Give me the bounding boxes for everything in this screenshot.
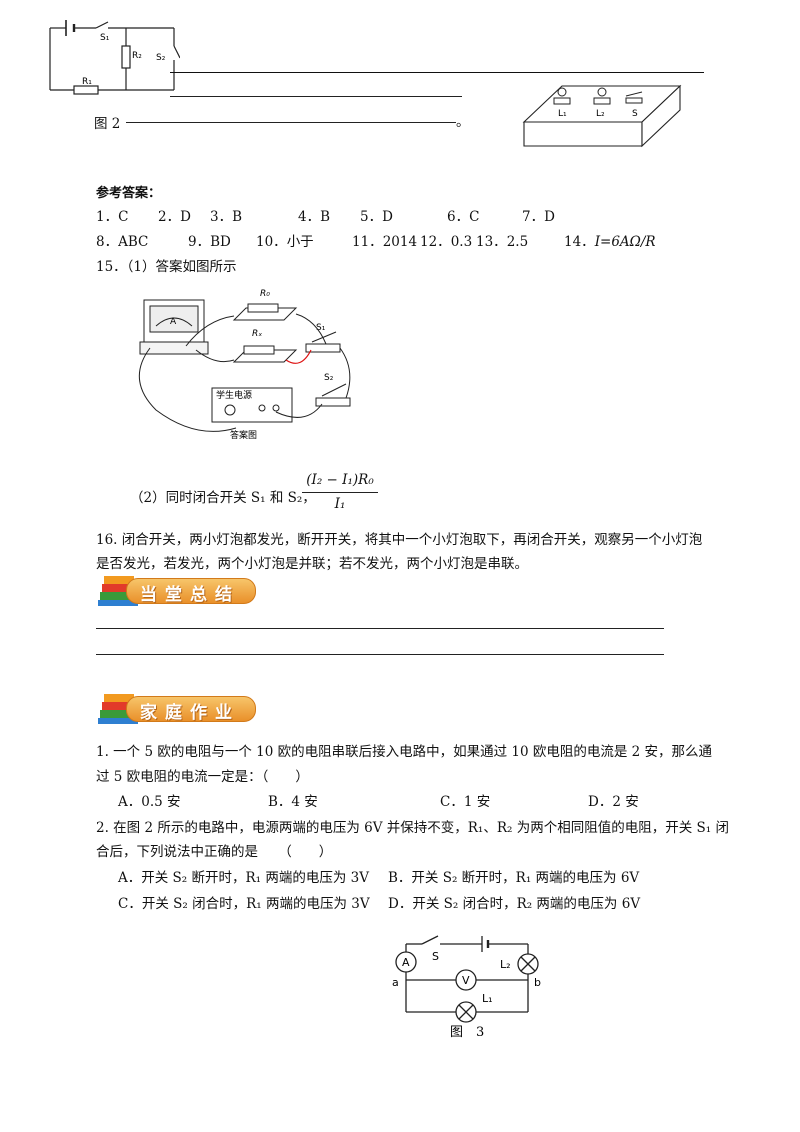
q16-answer-line-1: 16. 闭合开关，两小灯泡都发光，断开开关，将其中一个小灯泡取下，再闭合开关，观…	[96, 532, 703, 548]
hw-q1-option-b: B．4 安	[268, 794, 318, 810]
hw-q2-option-b: B．开关 S₂ 断开时，R₁ 两端的电压为 6V	[388, 870, 640, 886]
figure-2-caption: 图 2	[94, 116, 121, 132]
answer-item: 6．C	[447, 209, 480, 225]
figure-2-circuit: S₁ R₂ S₂ R₁	[49, 20, 180, 95]
answer-item: 5．D	[360, 209, 393, 225]
hw-q2-option-d: D．开关 S₂ 闭合时，R₂ 两端的电压为 6V	[388, 896, 641, 912]
fig3-l2-label: L₂	[500, 958, 511, 971]
answer-item: 12．0.3	[420, 234, 473, 250]
box-l1-label: L₁	[558, 109, 567, 119]
hw-q2-option-c: C．开关 S₂ 闭合时，R₁ 两端的电压为 3V	[118, 896, 370, 912]
answer-line-2	[170, 96, 462, 97]
summary-banner: 当堂总结	[96, 570, 266, 610]
hw-q2-option-a: A．开关 S₂ 断开时，R₁ 两端的电压为 3V	[118, 870, 369, 886]
figure-3-caption: 图 3	[450, 1025, 484, 1040]
answer-item: 1．C	[96, 209, 129, 225]
books-icon	[98, 694, 138, 724]
answer-line-1	[170, 72, 704, 73]
answer-s1-label: S₁	[316, 323, 326, 333]
r1-label: R₁	[82, 77, 92, 87]
hw-q1-option-d: D．2 安	[588, 794, 639, 810]
r0-label: R₀	[260, 289, 270, 299]
answer-item: 8．ABC	[96, 234, 149, 250]
answer-figure: A R₀ Rₓ S₁ S₂ 学生电源 答案图	[138, 289, 351, 440]
fig3-l1-label: L₁	[482, 992, 493, 1005]
answer-item: 2．D	[158, 209, 191, 225]
summary-line-1	[96, 628, 664, 629]
box-s-label: S	[632, 109, 638, 119]
fraction-bar	[302, 492, 378, 493]
q15-part1-text: 15．（1）答案如图所示	[96, 259, 237, 275]
hw-q1-option-a: A．0.5 安	[118, 794, 181, 810]
q16-answer-line-2: 是否发光，若发光，两个小灯泡是并联；若不发光，两个小灯泡是串联。	[96, 556, 528, 572]
s1-label: S₁	[100, 33, 110, 43]
answer-line-3	[126, 122, 456, 123]
books-icon	[98, 576, 138, 606]
answer-item: 4．B	[298, 209, 331, 225]
summary-banner-title: 当堂总结	[140, 585, 240, 605]
ammeter-label: A	[170, 317, 177, 327]
homework-banner-title: 家庭作业	[140, 703, 240, 723]
answers-heading: 参考答案：	[96, 186, 162, 201]
s2-label: S₂	[156, 53, 166, 63]
answer-item: 13．2.5	[476, 234, 529, 250]
answer-s2-label: S₂	[324, 373, 334, 383]
lamp-box-diagram: L₁ L₂ S	[522, 84, 682, 148]
q15-formula-denominator: I₁	[334, 496, 346, 512]
fig3-switch-label: S	[432, 950, 439, 963]
answer-item: 3．B	[210, 209, 243, 225]
answer-item: 9．BD	[188, 234, 231, 250]
supply-label: 学生电源	[216, 389, 252, 401]
fig3-b-label: b	[534, 976, 541, 989]
summary-line-2	[96, 654, 664, 655]
q15-part2-text: （2）同时闭合开关 S₁ 和 S₂，	[130, 490, 316, 506]
rx-label: Rₓ	[252, 329, 262, 339]
answer-figure-caption: 答案图	[230, 429, 257, 440]
homework-banner: 家庭作业	[96, 688, 266, 728]
hw-q1-line-2: 过 5 欧电阻的电流一定是：（ ）	[96, 769, 309, 785]
hw-q2-line-2: 合后，下列说法中正确的是 （ ）	[96, 844, 333, 860]
caption-end-mark: 。	[456, 114, 470, 130]
r2-label: R₂	[132, 51, 142, 61]
answer-item: 10．小于	[256, 234, 314, 250]
answer-item: 14．I=6AΩ/R	[564, 234, 656, 250]
answer-item: 7．D	[522, 209, 555, 225]
fig3-a-label: a	[392, 976, 399, 989]
hw-q1-line-1: 1. 一个 5 欧的电阻与一个 10 欧的电阻串联后接入电路中，如果通过 10 …	[96, 744, 713, 760]
hw-q1-option-c: C．1 安	[440, 794, 491, 810]
hw-q2-line-1: 2. 在图 2 所示的电路中，电源两端的电压为 6V 并保持不变，R₁、R₂ 为…	[96, 820, 729, 836]
fig3-voltmeter-label: V	[462, 974, 470, 987]
answer-item: 11．2014	[352, 234, 418, 250]
fig3-ammeter-label: A	[402, 956, 410, 969]
box-l2-label: L₂	[596, 109, 605, 119]
q15-formula-numerator: (I₂ − I₁)R₀	[306, 472, 374, 488]
figure-3-circuit: A V S L₂ L₁ a b 图 3	[392, 935, 541, 1040]
